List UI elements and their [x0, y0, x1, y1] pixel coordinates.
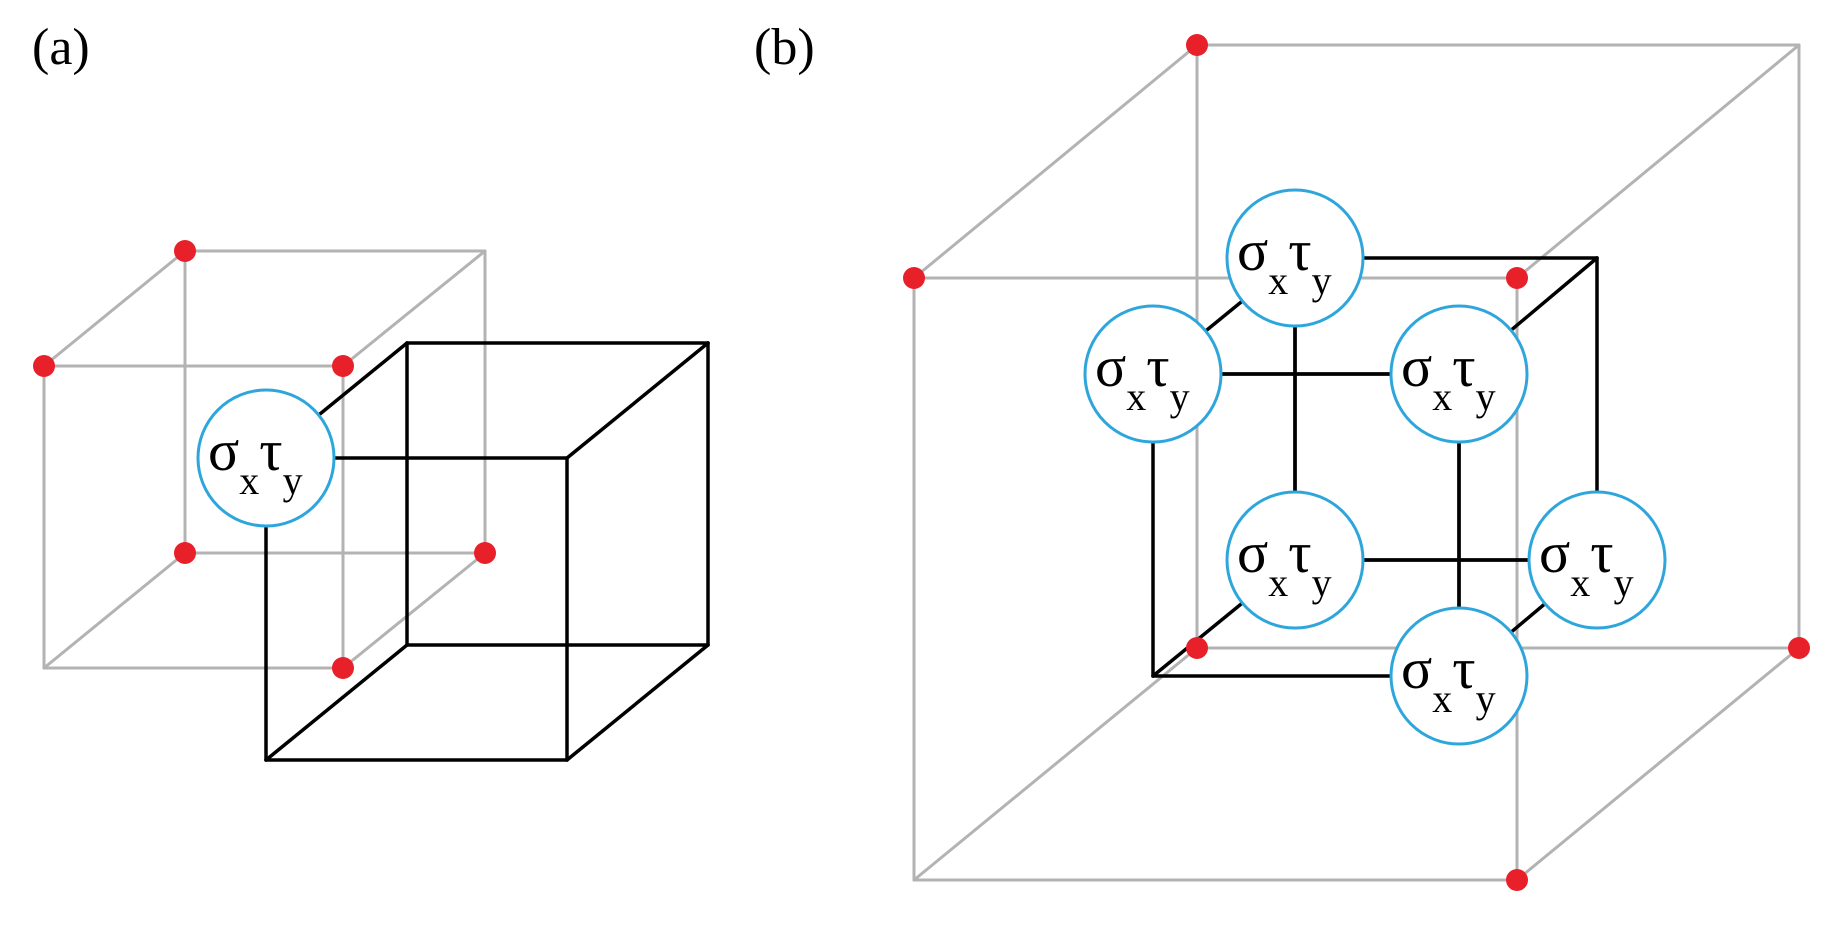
svg-text:σxτy: σxτy — [1401, 334, 1496, 419]
panel-b: (b) — [754, 19, 1810, 891]
panel-a-black-cube — [264, 341, 710, 762]
operator-node: σxτy — [1527, 490, 1667, 630]
operator-node: σxτy — [1225, 490, 1365, 630]
panel-a-grey-cube — [42, 249, 487, 670]
vertex-dot — [1186, 637, 1208, 659]
panel-b-vertex-dots — [903, 34, 1810, 891]
panel-b-black-cube — [1151, 256, 1599, 678]
operator-node: σxτy — [1389, 606, 1529, 746]
vertex-dot — [474, 542, 496, 564]
svg-text:σxτy: σxτy — [1095, 334, 1190, 419]
panel-b-grey-cube — [912, 43, 1801, 882]
vertex-dot — [903, 267, 925, 289]
vertex-dot — [1788, 637, 1810, 659]
vertex-dot — [332, 657, 354, 679]
operator-node: σxτy — [1225, 188, 1365, 328]
operator-node: σxτy — [1083, 304, 1223, 444]
vertex-dot — [33, 355, 55, 377]
vertex-dot — [1506, 267, 1528, 289]
panel-a-label: (a) — [32, 19, 90, 76]
svg-text:σxτy: σxτy — [1237, 218, 1332, 303]
svg-text:σxτy: σxτy — [1237, 520, 1332, 605]
operator-node: σxτy — [196, 388, 336, 528]
panel-b-label: (b) — [754, 19, 815, 76]
operator-node: σxτy — [1389, 304, 1529, 444]
vertex-dot — [332, 355, 354, 377]
panel-a: (a) — [32, 19, 710, 762]
vertex-dot — [1186, 34, 1208, 56]
vertex-dot — [174, 542, 196, 564]
vertex-dot — [1506, 869, 1528, 891]
svg-text:σxτy: σxτy — [1539, 520, 1634, 605]
vertex-dot — [174, 240, 196, 262]
svg-text:σxτy: σxτy — [208, 418, 303, 503]
panel-a-vertex-dots — [33, 240, 496, 679]
svg-text:σxτy: σxτy — [1401, 636, 1496, 721]
